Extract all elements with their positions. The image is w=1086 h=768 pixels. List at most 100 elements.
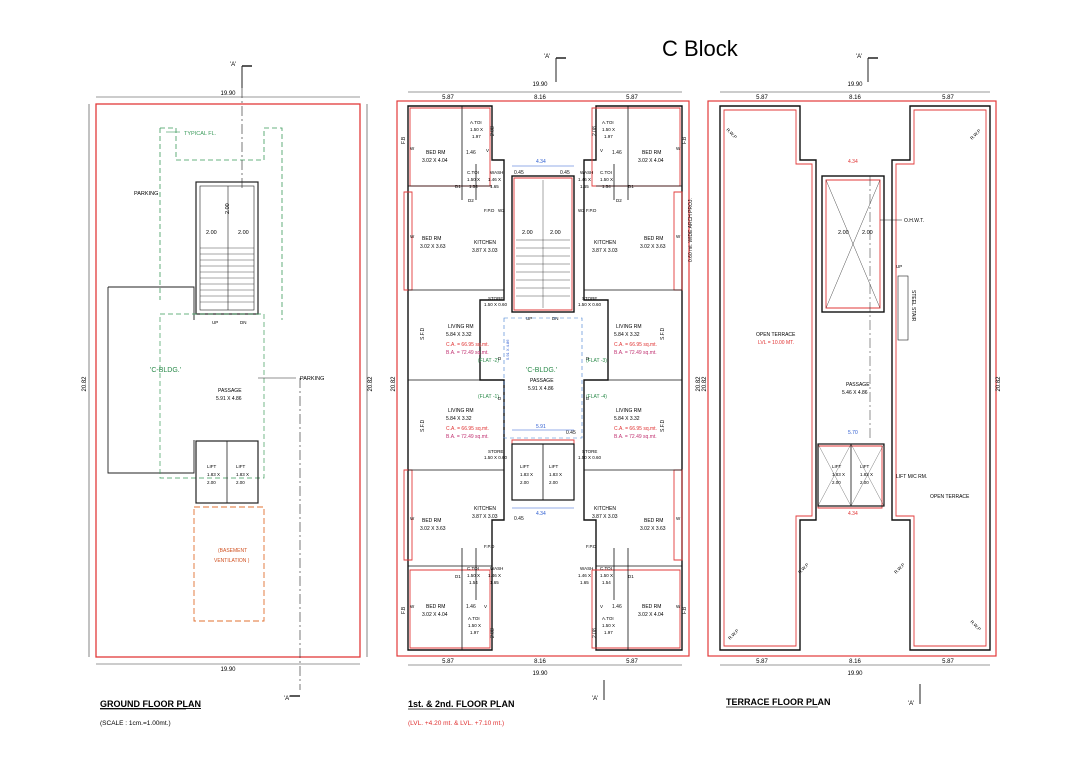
ter-section-mark-top: 'A' bbox=[856, 54, 862, 60]
typ-passage bbox=[503, 317, 583, 439]
typ-living-tl-ba: B.A. = 72.49 sq.mt. bbox=[446, 350, 489, 356]
ground-stair-dim-3: 2.00 bbox=[225, 203, 231, 214]
typ-dim-208-c: 2.08 bbox=[490, 628, 496, 638]
typ-fb-4: F.B bbox=[682, 606, 688, 614]
typ-atoi-tr-s2: 1.97 bbox=[604, 134, 613, 139]
ter-rwp-6: R.W.P bbox=[969, 619, 982, 632]
typ-bed-bbl-size: 3.02 X 4.04 bbox=[422, 612, 448, 618]
typ-store-tl-s: 1.50 X 0.60 bbox=[484, 302, 508, 307]
ter-stair-core bbox=[821, 175, 885, 313]
section-mark-ground-bottom: 'A' bbox=[284, 696, 290, 702]
typ-dim-208-b: 2.08 bbox=[592, 126, 598, 136]
typ-sfd-3: S.F.D bbox=[420, 419, 426, 432]
terrace-floor-plan: 19.90 5.87 8.16 5.87 5.87 8.16 5.87 19.9… bbox=[702, 54, 1002, 708]
typ-store-br: STORE bbox=[582, 449, 597, 454]
ter-dim-434-top: 4.34 bbox=[848, 159, 858, 165]
typ-lift-1-s2: 2.00 bbox=[520, 480, 529, 485]
typ-d-a: D bbox=[498, 356, 502, 361]
ground-dn-label: DN bbox=[240, 320, 247, 325]
typ-dim-mid-bottom: 8.16 bbox=[534, 659, 546, 665]
typ-ctoi-tr: C.TOI bbox=[600, 170, 612, 175]
ter-stair-dim-2: 2.00 bbox=[862, 230, 873, 236]
typ-ctoi-br-s2: 1.54 bbox=[602, 580, 611, 585]
typ-bed-br: BED RM bbox=[644, 518, 663, 524]
typ-passage-size: 5.91 X 4.86 bbox=[528, 386, 554, 392]
typ-ctoi-bl: C.TOI bbox=[467, 566, 479, 571]
typ-wash-tl: WASH bbox=[490, 170, 503, 175]
typ-ctoi-bl-s2: 1.54 bbox=[469, 580, 478, 585]
typ-living-br-ba: B.A. = 72.49 sq.mt. bbox=[614, 434, 657, 440]
typ-d1-d: D1 bbox=[628, 574, 634, 579]
ter-dim-right-top: 5.87 bbox=[942, 95, 954, 101]
typ-stair-dim-1: 2.00 bbox=[522, 230, 533, 236]
ter-dim-mid-top: 8.16 bbox=[849, 95, 861, 101]
ter-lift-mc: LIFT M/C RM. bbox=[896, 474, 927, 480]
typ-sfd-1: S.F.D bbox=[420, 327, 426, 340]
typical-plot-boundary bbox=[396, 100, 690, 657]
ground-scale: (SCALE : 1cm.=1.00mt.) bbox=[100, 720, 171, 727]
ter-right-wing bbox=[891, 105, 991, 651]
typ-wash-br-s: 1.46 X bbox=[578, 573, 591, 578]
typ-lift-1: LIFT bbox=[520, 464, 530, 469]
typ-living-tl-size: 5.84 X 3.32 bbox=[446, 332, 472, 338]
ground-lift-2-size2: 2.00 bbox=[236, 480, 245, 485]
typ-atoi-tr: A.TOI bbox=[602, 120, 614, 125]
typ-bed-bl: BED RM bbox=[422, 518, 441, 524]
ter-lift-1-s2: 2.00 bbox=[832, 480, 841, 485]
page-title: C Block bbox=[662, 36, 738, 61]
ground-dim-width-bottom: 19.90 bbox=[220, 667, 236, 673]
typ-stair-up: UP bbox=[526, 316, 532, 321]
typ-wash-tr-s2: 1.65 bbox=[580, 184, 589, 189]
typ-dim-045-d: 0.45 bbox=[566, 430, 576, 436]
ter-passage-size: 5.46 X 4.86 bbox=[842, 390, 868, 396]
typ-stair-dn: DN bbox=[552, 316, 559, 321]
typ-living-tr: LIVING RM bbox=[616, 324, 642, 330]
typ-levels: (LVL. +4.20 mt. & LVL. +7.10 mt.) bbox=[408, 720, 504, 727]
typ-building-label: 'C-BLDG.' bbox=[526, 367, 557, 374]
typ-bed-tr: BED RM bbox=[642, 150, 661, 156]
typ-living-tr-size: 5.84 X 3.32 bbox=[614, 332, 640, 338]
typ-store-tl: STORE bbox=[488, 296, 503, 301]
typ-kitchen-tr-size: 3.87 X 3.03 bbox=[592, 248, 618, 254]
typ-w-5: W bbox=[410, 516, 415, 521]
ground-parking-label-2: PARKING bbox=[300, 376, 324, 382]
ter-lift-2-s: 1.83 X bbox=[860, 472, 873, 477]
typ-sfd-2: S.F.D bbox=[660, 327, 666, 340]
typ-dim-total-bottom: 19.90 bbox=[532, 671, 548, 677]
typ-ctoi-br-s: 1.50 X bbox=[600, 573, 613, 578]
typ-store-bl: STORE bbox=[488, 449, 503, 454]
ter-dim-right-bottom: 5.87 bbox=[942, 659, 954, 665]
ter-dim-depth-right: 20.82 bbox=[996, 376, 1002, 392]
ter-section-mark-bottom: 'A' bbox=[908, 701, 914, 707]
typ-store-tr: STORE bbox=[582, 296, 597, 301]
typ-atoi-tr-s: 1.50 X bbox=[602, 127, 615, 132]
ter-open-terrace-2: OPEN TERRACE bbox=[930, 494, 970, 500]
typ-atoi-tl-s: 1.50 X bbox=[470, 127, 483, 132]
typ-living-tl-ca: C.A. = 66.95 sq.mt. bbox=[446, 342, 489, 348]
typ-lift-2-s2: 2.00 bbox=[549, 480, 558, 485]
typ-wash-tl-s: 1.46 X bbox=[488, 177, 501, 182]
ground-plot-boundary bbox=[95, 103, 361, 658]
typ-kitchen-bl: KITCHEN bbox=[474, 506, 496, 512]
ground-basement-ventilation bbox=[193, 506, 265, 622]
ground-caption: GROUND FLOOR PLAN bbox=[100, 699, 201, 709]
ter-rwp-2: R.W.P bbox=[969, 128, 982, 141]
typ-section-mark-bottom: 'A' bbox=[592, 696, 598, 702]
typ-kitchen-tr: KITCHEN bbox=[594, 240, 616, 246]
typ-wash-br-s2: 1.65 bbox=[580, 580, 589, 585]
typ-v-4: V bbox=[600, 604, 603, 609]
typ-atoi-tl: A.TOI bbox=[470, 120, 482, 125]
typ-living-bl-ca: C.A. = 66.95 sq.mt. bbox=[446, 426, 489, 432]
typ-dim-right-top: 5.87 bbox=[626, 95, 638, 101]
typ-lift-2: LIFT bbox=[549, 464, 559, 469]
ter-open-terrace: OPEN TERRACE bbox=[756, 332, 796, 338]
typ-living-br-size: 5.84 X 3.32 bbox=[614, 416, 640, 422]
typ-bed-tl-size: 3.02 X 4.04 bbox=[422, 158, 448, 164]
typ-ctoi-tl-s2: 1.54 bbox=[469, 184, 478, 189]
typ-atoi-bl-s2: 1.97 bbox=[470, 630, 479, 635]
typ-w-3: W bbox=[410, 234, 415, 239]
typ-dim-center-v: 5.91 X 4.86 bbox=[505, 339, 510, 360]
ground-dim-depth-left: 20.82 bbox=[82, 376, 88, 392]
ter-dim-434-bottom: 4.34 bbox=[848, 511, 858, 517]
